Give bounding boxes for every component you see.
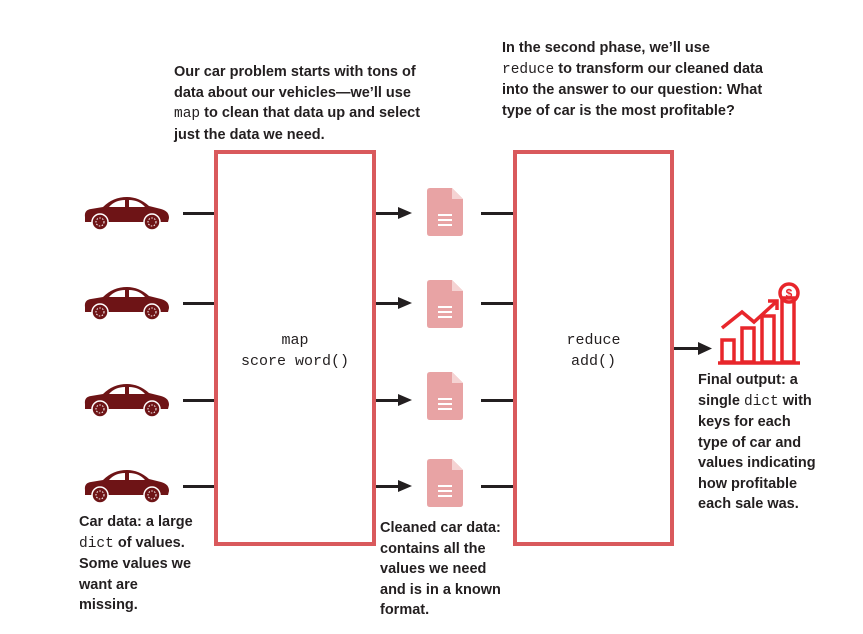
car-icon bbox=[81, 466, 171, 511]
document-icon bbox=[427, 459, 463, 512]
document-icon bbox=[427, 280, 463, 333]
reduce-label: reduce bbox=[566, 332, 621, 349]
input-connector bbox=[183, 485, 214, 488]
arrowhead-icon bbox=[398, 297, 412, 309]
car-icon bbox=[81, 193, 171, 238]
reduce-input-connector bbox=[481, 302, 513, 305]
cleaned-data-note: Cleaned car data: contains all the value… bbox=[380, 520, 501, 618]
reduce-intro-note: In the second phase, we’ll use reduce to… bbox=[502, 40, 763, 119]
svg-text:$: $ bbox=[786, 287, 793, 301]
input-connector bbox=[183, 212, 214, 215]
input-connector bbox=[183, 302, 214, 305]
map-label: map bbox=[281, 332, 309, 349]
map-function-label: score word() bbox=[240, 353, 350, 370]
document-icon bbox=[427, 188, 463, 241]
map-box: map score word() bbox=[214, 150, 376, 546]
reduce-input-connector bbox=[481, 485, 513, 488]
map-output-connector bbox=[376, 485, 400, 488]
map-output-connector bbox=[376, 399, 400, 402]
arrowhead-icon bbox=[398, 394, 412, 406]
document-icon bbox=[427, 372, 463, 425]
map-output-connector bbox=[376, 302, 400, 305]
map-intro-note: Our car problem starts with tons of data… bbox=[174, 64, 421, 143]
car-data-note: Car data: a large dict of values. Some v… bbox=[79, 514, 193, 613]
profit-chart-icon: $ bbox=[718, 282, 800, 365]
final-output-note: Final output: a single dict with keys fo… bbox=[698, 372, 816, 512]
output-connector bbox=[674, 347, 700, 350]
map-output-connector bbox=[376, 212, 400, 215]
car-icon bbox=[81, 380, 171, 425]
reduce-box: reduce add() bbox=[513, 150, 674, 546]
arrowhead-icon bbox=[398, 207, 412, 219]
car-icon bbox=[81, 283, 171, 328]
arrowhead-icon bbox=[398, 480, 412, 492]
reduce-input-connector bbox=[481, 399, 513, 402]
reduce-input-connector bbox=[481, 212, 513, 215]
output-arrowhead-icon bbox=[698, 342, 712, 355]
input-connector bbox=[183, 399, 214, 402]
reduce-function-label: add() bbox=[570, 353, 616, 370]
